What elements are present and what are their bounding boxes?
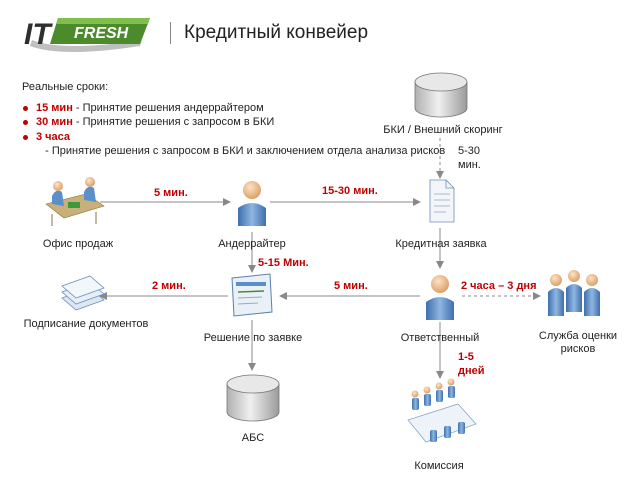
terms-item: 15 мин - Принятие решения андеррайтером [22, 101, 322, 116]
node-label-risk-service: Служба оценки рисков [538, 330, 618, 355]
terms-block: Реальные сроки: 15 мин - Принятие решени… [22, 80, 445, 159]
risk-service-people-icon [548, 270, 600, 316]
terms-item: 3 часа - Принятие решения с запросом в Б… [22, 130, 445, 159]
documents-stack-icon [61, 275, 105, 311]
terms-title: Реальные сроки: [22, 81, 109, 93]
edge-label-office-underwriter: 5 мин. [154, 187, 188, 199]
logo-fresh: FRESH [74, 25, 129, 42]
commission-meeting-icon [407, 378, 477, 443]
bki-database-icon [414, 72, 468, 118]
node-label-commission: Комиссия [414, 460, 464, 472]
title-divider [170, 22, 171, 44]
logo-it: IT [24, 18, 53, 51]
edge-label-decision-signing: 2 мин. [152, 280, 186, 292]
terms-item: 30 мин - Принятие решения с запросом в Б… [22, 115, 322, 130]
page-title: Кредитный конвейер [184, 22, 369, 43]
credit-application-icon [429, 179, 455, 223]
sales-office-icon [45, 177, 105, 226]
responsible-person-icon [426, 275, 454, 320]
abs-database-icon [226, 374, 280, 422]
underwriter-person-icon [238, 181, 266, 226]
edge-label-underwriter-decision: 5-15 Мин. [258, 257, 309, 269]
node-label-abs: АБС [241, 432, 265, 444]
node-label-bki: БКИ / Внешний скоринг [383, 124, 503, 136]
edge-label-bki-query: 5-30 мин. [458, 145, 481, 171]
node-label-credit-application: Кредитная заявка [395, 238, 487, 250]
node-label-responsible: Ответственный [400, 332, 480, 344]
edge-label-commission-time: 1-5 дней [458, 351, 485, 377]
node-label-sales-office: Офис продаж [42, 238, 114, 250]
decision-screen-icon [231, 273, 273, 317]
node-label-underwriter: Андеррайтер [218, 238, 286, 250]
edge-label-responsible-decision: 5 мин. [334, 280, 368, 292]
edge-label-responsible-risk: 2 часа – 3 дня [461, 280, 537, 292]
node-label-decision: Решение по заявке [203, 332, 303, 344]
node-label-doc-signing: Подписание документов [23, 318, 149, 330]
edge-label-underwriter-application: 15-30 мин. [322, 185, 378, 197]
itfresh-logo: IT FRESH [22, 10, 162, 56]
